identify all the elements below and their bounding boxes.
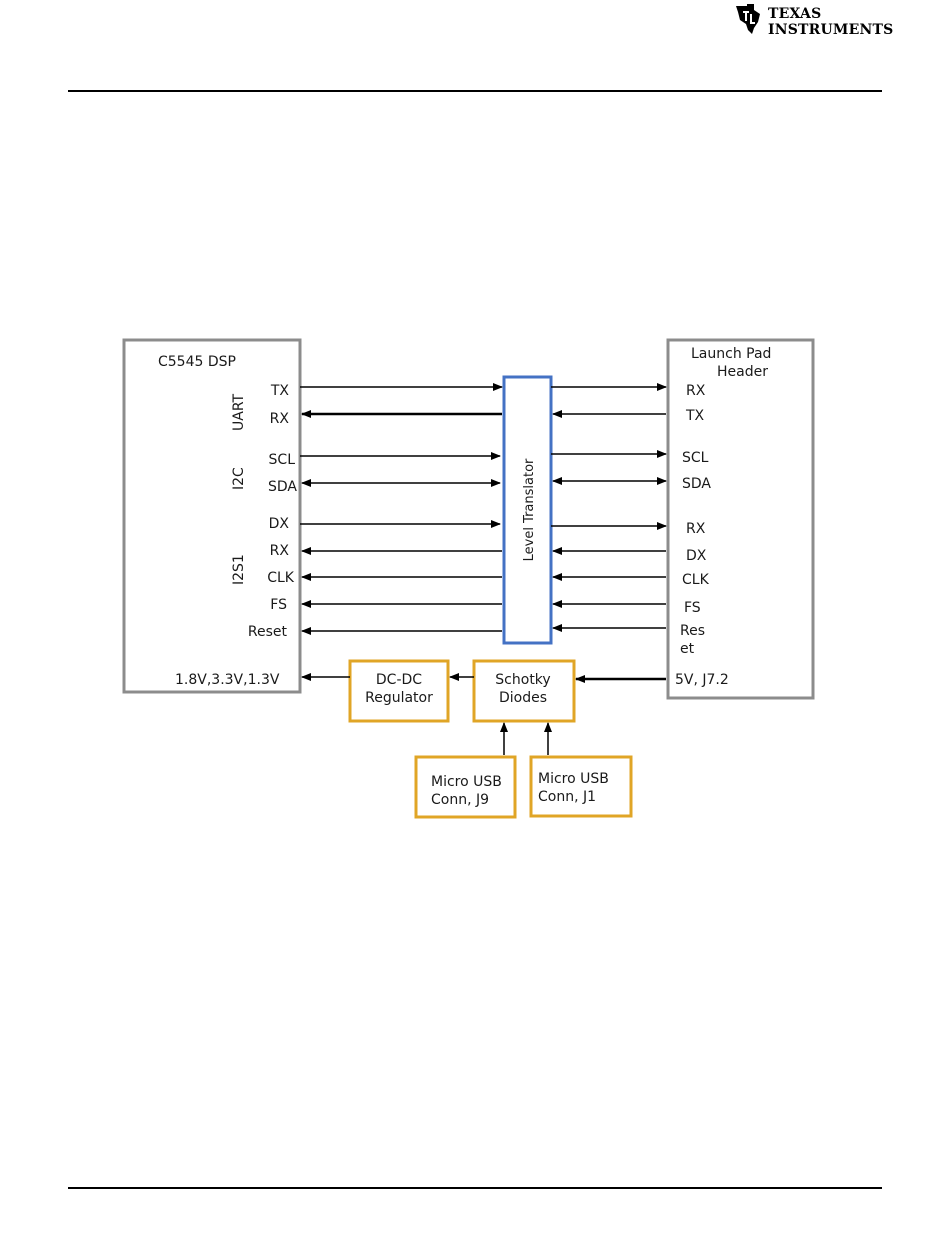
usb-j9-label-line1: Micro USB	[431, 774, 502, 790]
dsp-title: C5545 DSP	[158, 354, 236, 370]
dsp-pin-reset: Reset	[248, 624, 288, 640]
lp-pin-dx: DX	[686, 548, 707, 564]
dsp-pin-tx: TX	[270, 383, 290, 399]
schottky-label-line1: Schotky	[495, 672, 550, 688]
dcdc-label-line2: Regulator	[365, 690, 433, 706]
dsp-pin-rx: RX	[270, 411, 290, 427]
uart-group-label: UART	[231, 393, 247, 431]
lp-pin-clk: CLK	[682, 572, 710, 588]
lp-pin-fs: FS	[684, 600, 701, 616]
power-lines	[302, 677, 666, 755]
lp-pin-sda: SDA	[682, 476, 711, 492]
lp-pin-i2s-rx: RX	[686, 521, 706, 537]
dsp-pin-sda: SDA	[268, 479, 297, 495]
dsp-pin-dx: DX	[269, 516, 290, 532]
i2s1-group-label: I2S1	[231, 554, 247, 585]
dsp-pin-scl: SCL	[269, 452, 296, 468]
launchpad-power-label: 5V, J7.2	[675, 672, 729, 688]
i2c-group-label: I2C	[231, 467, 247, 490]
lp-pin-reset-line2: et	[680, 641, 695, 657]
dsp-pin-clk: CLK	[267, 570, 295, 586]
schottky-label-line2: Diodes	[499, 690, 547, 706]
launchpad-title-line2: Header	[717, 364, 768, 380]
dsp-pin-fs: FS	[270, 597, 287, 613]
usb-j1-label-line1: Micro USB	[538, 771, 609, 787]
lp-pin-reset-line1: Res	[680, 623, 705, 639]
level-translator-label: Level Translator	[522, 458, 537, 561]
dsp-side-lines	[300, 387, 502, 631]
dcdc-label-line1: DC-DC	[376, 672, 422, 688]
usb-j1-label-line2: Conn, J1	[538, 789, 596, 805]
usb-j9-label-line2: Conn, J9	[431, 792, 489, 808]
lp-pin-scl: SCL	[682, 450, 709, 466]
lp-pin-rx: RX	[686, 383, 706, 399]
launchpad-side-lines	[551, 387, 666, 628]
dsp-pin-i2s-rx: RX	[270, 543, 290, 559]
dsp-power-label: 1.8V,3.3V,1.3V	[175, 672, 280, 688]
launchpad-title-line1: Launch Pad	[691, 346, 771, 362]
lp-pin-tx: TX	[685, 408, 705, 424]
